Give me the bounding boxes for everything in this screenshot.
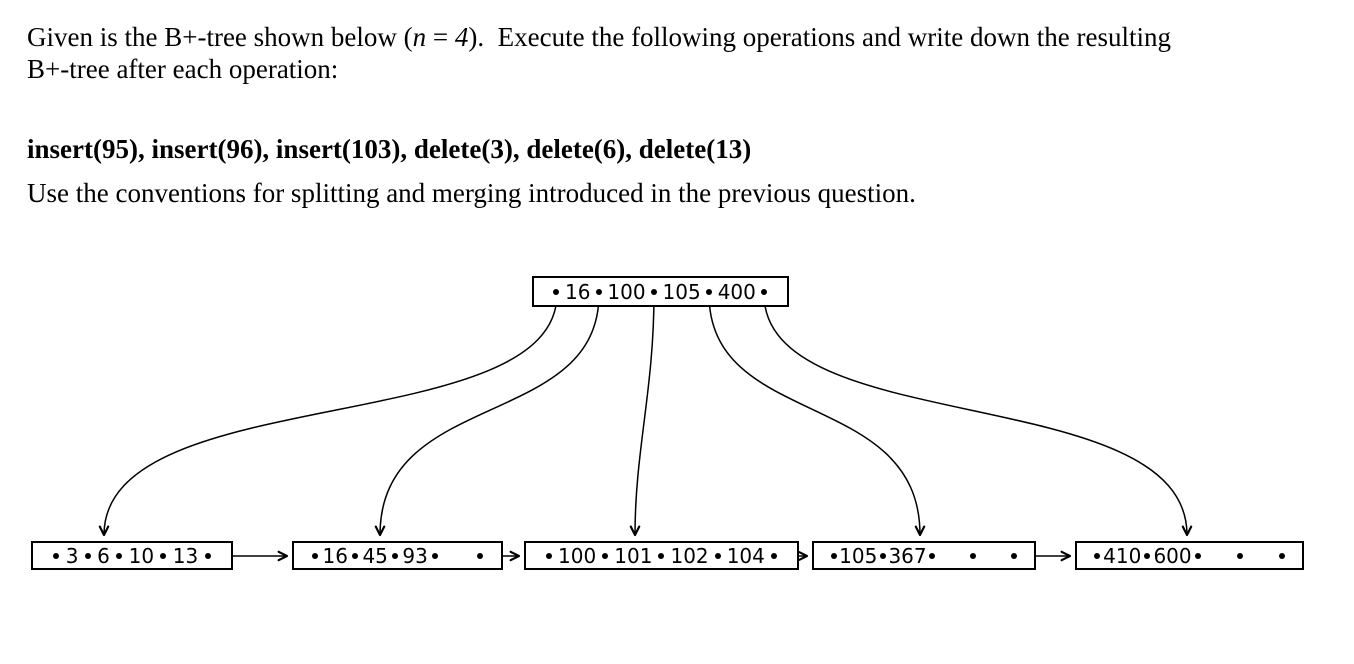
pointer-dot [1194, 552, 1201, 559]
root-pointer-arrow-to-leaf-2 [374, 293, 600, 537]
node-key: 410 [1103, 543, 1142, 568]
pointer-dot [53, 552, 60, 559]
node-key: 102 [670, 543, 709, 568]
operations-line: insert(95), insert(96), insert(103), del… [27, 134, 752, 164]
root-node: 16 100 105 400 [532, 276, 789, 307]
node-key: 101 [614, 543, 653, 568]
node-key: 100 [558, 543, 597, 568]
pointer-dot [970, 552, 977, 559]
pointer-dot [706, 288, 713, 295]
node-key: 104 [726, 543, 765, 568]
math-variable-n: n [412, 22, 427, 52]
pointer-dot [1236, 552, 1243, 559]
leaf-node-2: 16 45 93 [292, 541, 503, 570]
conventions-note: Use the conventions for splitting and me… [27, 178, 916, 208]
pointer-dot [602, 552, 609, 559]
node-key: 105 [839, 543, 878, 568]
pointer-dot [761, 288, 768, 295]
node-key: 100 [607, 279, 646, 304]
pointer-dot [553, 288, 560, 295]
pointer-dot [770, 552, 777, 559]
pointer-dot [658, 552, 665, 559]
pointer-dot [476, 552, 483, 559]
question-text-line-1: Given is the B+-tree shown below (n = 4)… [27, 22, 1171, 53]
pointer-dot [84, 552, 91, 559]
node-key: 16 [322, 543, 348, 568]
node-key: 45 [362, 543, 388, 568]
pointer-dot [204, 552, 211, 559]
node-key: 10 [128, 543, 155, 568]
pointer-dot [546, 552, 553, 559]
pointer-dot [1011, 552, 1018, 559]
node-key: 6 [97, 543, 110, 568]
node-key: 367 [888, 543, 927, 568]
node-key: 105 [662, 279, 701, 304]
node-key: 13 [172, 543, 199, 568]
pointer-dot [1278, 552, 1285, 559]
leaf-node-3: 100 101 102 104 [524, 541, 799, 570]
pointer-dot [116, 552, 123, 559]
pointer-dot [432, 552, 439, 559]
pointer-dot [160, 552, 167, 559]
leaf-node-5: 410 600 [1075, 541, 1304, 570]
question-text-part: ). Execute the following operations and … [468, 22, 1171, 52]
node-key: 93 [402, 543, 428, 568]
question-text-part: Given is the B+-tree shown below ( [27, 22, 413, 52]
pointer-dot [879, 552, 886, 559]
root-pointer-arrow-to-leaf-3 [629, 293, 655, 537]
question-text-part: = [426, 22, 455, 52]
pointer-dot [830, 552, 837, 559]
node-key: 400 [717, 279, 756, 304]
node-key: 16 [564, 279, 591, 304]
math-value-4: 4 [454, 22, 469, 52]
node-key: 600 [1153, 543, 1192, 568]
pointer-dot [929, 552, 936, 559]
root-pointer-arrow-to-leaf-5 [763, 293, 1193, 537]
pointer-dot [714, 552, 721, 559]
pointer-dot [352, 552, 359, 559]
pointer-dot [1094, 552, 1101, 559]
root-pointer-arrow-to-leaf-1 [98, 293, 558, 537]
node-key: 3 [65, 543, 79, 568]
pointer-dot [595, 288, 602, 295]
pointer-dot [312, 552, 319, 559]
root-pointer-arrow-to-leaf-4 [708, 293, 926, 537]
question-text-line-2: B+-tree after each operation: [27, 54, 339, 84]
pointer-dot [651, 288, 658, 295]
leaf-node-4: 105 367 [812, 541, 1036, 570]
pointer-dot [392, 552, 399, 559]
pointer-dot [1144, 552, 1151, 559]
